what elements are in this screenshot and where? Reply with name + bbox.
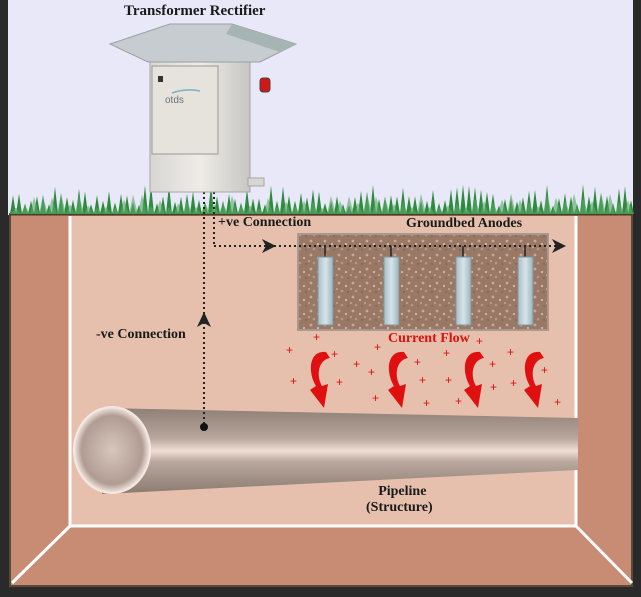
anode [455, 256, 472, 326]
pipe-body [102, 408, 578, 494]
current-flow-label: Current Flow [388, 331, 470, 346]
plus-sign-icon: + [372, 391, 379, 405]
plus-sign-icon: + [490, 380, 497, 394]
plus-sign-icon: + [489, 357, 496, 371]
perspective-lines [10, 216, 634, 585]
plus-sign-icon: + [443, 346, 450, 360]
plus-sign-icon: + [507, 345, 514, 359]
plus-sign-icon: + [554, 395, 561, 409]
connection-wires [197, 172, 566, 431]
current-flow-arrows [310, 351, 544, 408]
positive-connection-label: +ve Connection [218, 215, 312, 230]
plus-sign-icon: + [414, 355, 421, 369]
title-label: Transformer Rectifier [124, 3, 266, 19]
plus-sign-icon: + [510, 376, 517, 390]
indicator-light-icon [158, 76, 163, 82]
plus-sign-icon: + [541, 363, 548, 377]
current-arrow-icon [388, 351, 408, 408]
canopy-side [226, 24, 296, 52]
groundbed [297, 233, 549, 331]
groundbed-anodes-label: Groundbed Anodes [406, 216, 523, 231]
anode [383, 256, 400, 326]
plus-sign-icon: + [290, 374, 297, 388]
anode [317, 256, 334, 326]
negative-arrow-icon [197, 312, 211, 327]
plus-sign-icon: + [313, 330, 320, 344]
anode [517, 256, 534, 326]
plus-sign-icon: + [318, 387, 325, 401]
pipeline-label-line1: Pipeline [378, 484, 427, 499]
positive-ions: +++++++++++++++++++++++ [286, 330, 561, 410]
plus-sign-icon: + [423, 396, 430, 410]
brand-logo: otds [165, 95, 184, 106]
current-arrow-icon [524, 351, 544, 408]
plus-sign-icon: + [286, 343, 293, 357]
plus-sign-icon: + [368, 365, 375, 379]
plus-sign-icon: + [445, 373, 452, 387]
grass-highlights [10, 192, 633, 214]
pipe-end [73, 406, 151, 494]
plus-sign-icon: + [336, 375, 343, 389]
plus-sign-icon: + [455, 394, 462, 408]
rectifier-foot [247, 177, 265, 187]
pipeline-label-line2: (Structure) [366, 500, 433, 515]
transformer-rectifier: otds [108, 23, 298, 193]
sky [8, 0, 633, 215]
pipeline [73, 406, 578, 494]
positive-arrow-icon [262, 239, 276, 253]
plus-sign-icon: + [353, 357, 360, 371]
plus-sign-icon: + [476, 334, 483, 348]
anodes [317, 246, 534, 326]
grass [10, 184, 634, 214]
current-arrow-icon [310, 351, 330, 408]
plus-sign-icon: + [331, 347, 338, 361]
current-arrow-icon [464, 351, 484, 408]
logo-swoosh [171, 89, 201, 94]
pipeline-label: Pipeline (Structure) [366, 484, 433, 516]
plus-sign-icon: + [419, 373, 426, 387]
plus-sign-icon: + [374, 340, 381, 354]
positive-end-arrow-icon [552, 239, 566, 253]
red-meter-icon [259, 77, 271, 93]
negative-connection-label: -ve Connection [96, 327, 186, 342]
pipe-connection-point [200, 423, 208, 431]
